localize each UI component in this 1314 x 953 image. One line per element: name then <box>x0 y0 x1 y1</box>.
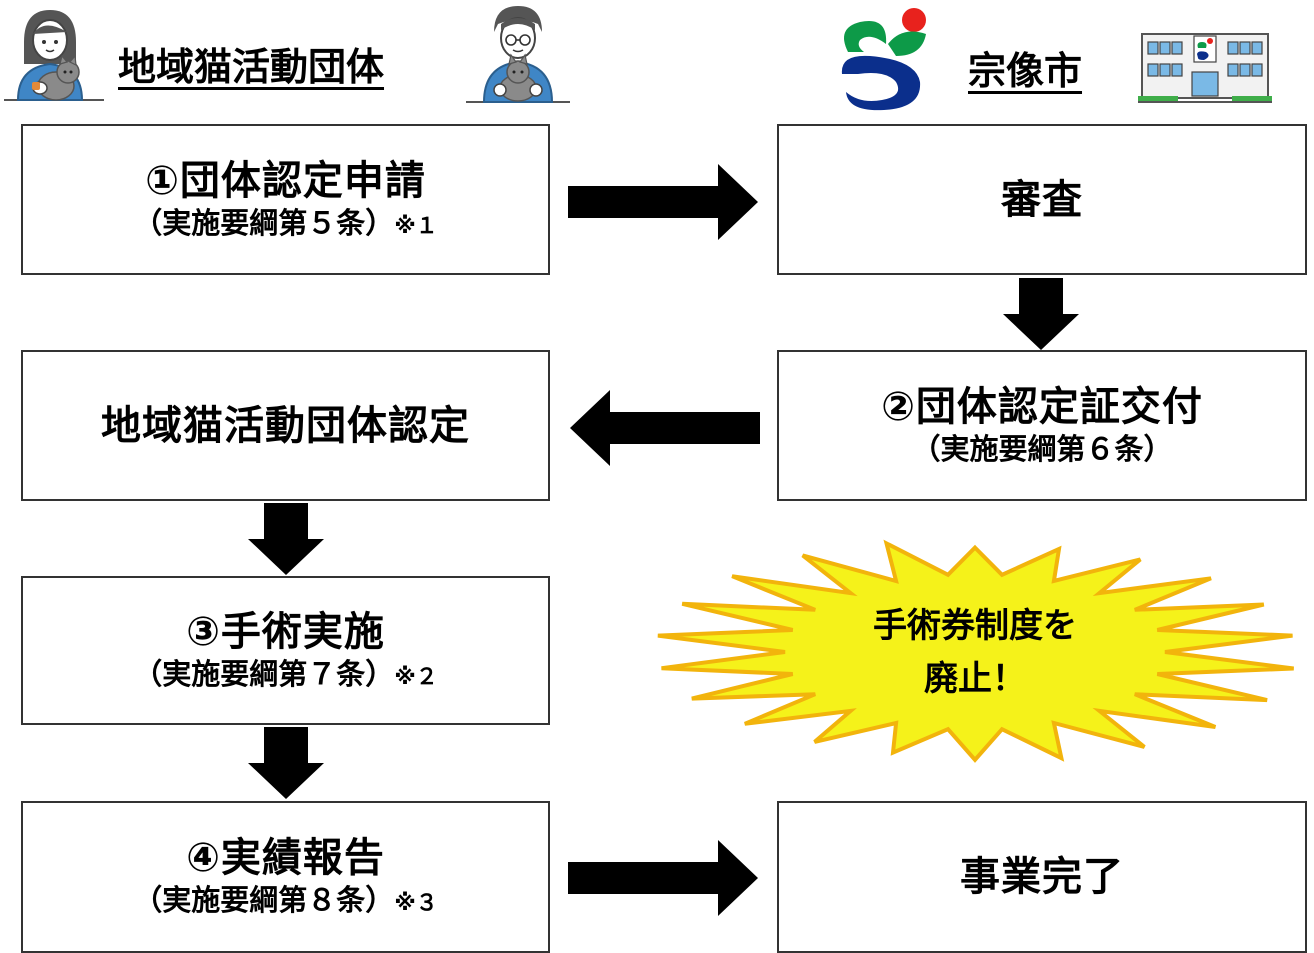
munakata-city-logo-icon <box>841 8 926 111</box>
step1-note: ※１ <box>394 213 438 239</box>
arrow-certified-to-step3 <box>248 503 324 575</box>
step3-note: ※２ <box>394 664 438 690</box>
step1-title: ①団体認定申請 <box>145 157 426 204</box>
burst-line2: 廃止！ <box>924 658 1026 699</box>
certified-group-box: 地域猫活動団体認定 <box>21 350 550 501</box>
step3-reference: （実施要綱第７条）※２ <box>133 656 438 691</box>
review-title: 審査 <box>1001 176 1083 223</box>
arrow-step2-to-certified <box>570 390 760 466</box>
completion-box: 事業完了 <box>777 801 1307 953</box>
arrow-step3-to-step4 <box>248 727 324 799</box>
review-box: 審査 <box>777 124 1307 275</box>
step2-title: ②団体認定証交付 <box>881 383 1203 430</box>
activity-group-title: 地域猫活動団体 <box>118 45 385 89</box>
city-title: 宗像市 <box>968 49 1083 93</box>
step2-reference: （実施要綱第６条） <box>911 431 1173 466</box>
arrow-review-to-step2 <box>1003 278 1079 350</box>
arrow-step4-to-completion <box>568 840 758 916</box>
step2-certificate-box: ②団体認定証交付 （実施要綱第６条） <box>777 350 1307 501</box>
step4-reference: （実施要綱第８条）※３ <box>133 883 438 918</box>
step3-surgery-box: ③手術実施 （実施要綱第７条）※２ <box>21 576 550 725</box>
step3-title: ③手術実施 <box>186 608 385 655</box>
certified-title: 地域猫活動団体認定 <box>101 402 470 449</box>
completion-title: 事業完了 <box>960 854 1124 900</box>
city-hall-building-icon <box>1138 33 1272 103</box>
step4-report-box: ④実績報告 （実施要綱第８条）※３ <box>21 801 550 953</box>
step4-title: ④実績報告 <box>186 835 385 882</box>
starburst-shape <box>657 539 1294 763</box>
abolition-starburst <box>657 539 1294 763</box>
man-with-cat-icon <box>466 6 570 103</box>
arrow-step1-to-review <box>568 164 758 240</box>
step1-reference: （実施要綱第５条）※１ <box>133 205 438 240</box>
woman-with-cat-icon <box>4 10 104 101</box>
step1-application-box: ①団体認定申請 （実施要綱第５条）※１ <box>21 124 550 275</box>
step4-note: ※３ <box>394 891 438 917</box>
burst-message: 手術券制度を 廃止！ <box>790 600 1160 705</box>
burst-line1: 手術券制度を <box>873 606 1077 646</box>
